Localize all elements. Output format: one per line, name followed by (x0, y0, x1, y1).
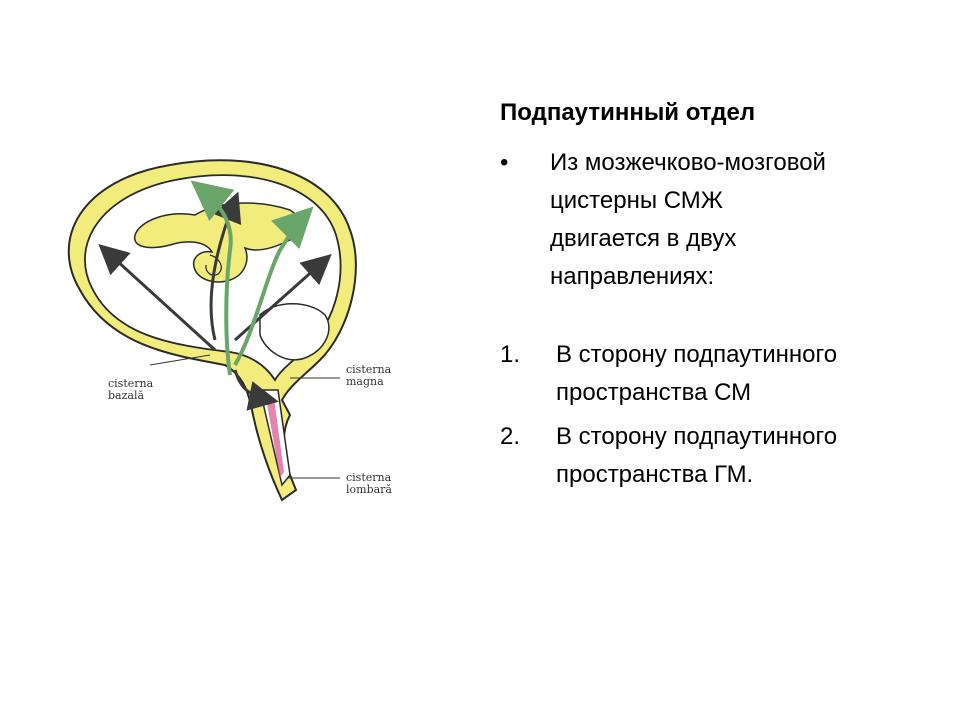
numbered-text: В сторону подпаутинного пространства ГМ. (556, 423, 838, 488)
flow-arrow-down (233, 369, 279, 411)
flow-arrow-green-right (233, 206, 314, 366)
numbered-marker: 1. (500, 341, 521, 368)
text-panel: Подпаутинный отдел • Из мозжечково-мозго… (500, 98, 920, 500)
csf-circulation-diagram (67, 159, 357, 502)
numbered-item-1: 1. В сторону подпаутинного пространства … (500, 336, 920, 412)
leader-cisterna-bazala (149, 354, 211, 366)
cerebellum (259, 303, 330, 361)
label-cisterna-lombara: cisterna lombară (346, 471, 392, 496)
spinal-flow (266, 398, 284, 478)
numbered-text: В сторону подпаутинного пространства СМ (556, 341, 838, 406)
bullet-item: • Из мозжечково-мозговой цистерны СМЖ дв… (500, 144, 920, 296)
numbered-item-2: 2. В сторону подпаутинного пространства … (500, 418, 920, 494)
numbered-marker: 2. (500, 423, 521, 450)
flow-arrow-left (98, 243, 217, 352)
bullet-marker: • (500, 149, 509, 176)
label-cisterna-bazala: cisterna bazală (108, 377, 154, 402)
bullet-text: Из мозжечково-мозговой цистерны СМЖ двиг… (550, 149, 826, 290)
slide-title: Подпаутинный отдел (500, 99, 756, 126)
flow-arrow-green-left (190, 180, 235, 376)
label-cisterna-magna: cisterna magna (346, 363, 392, 388)
